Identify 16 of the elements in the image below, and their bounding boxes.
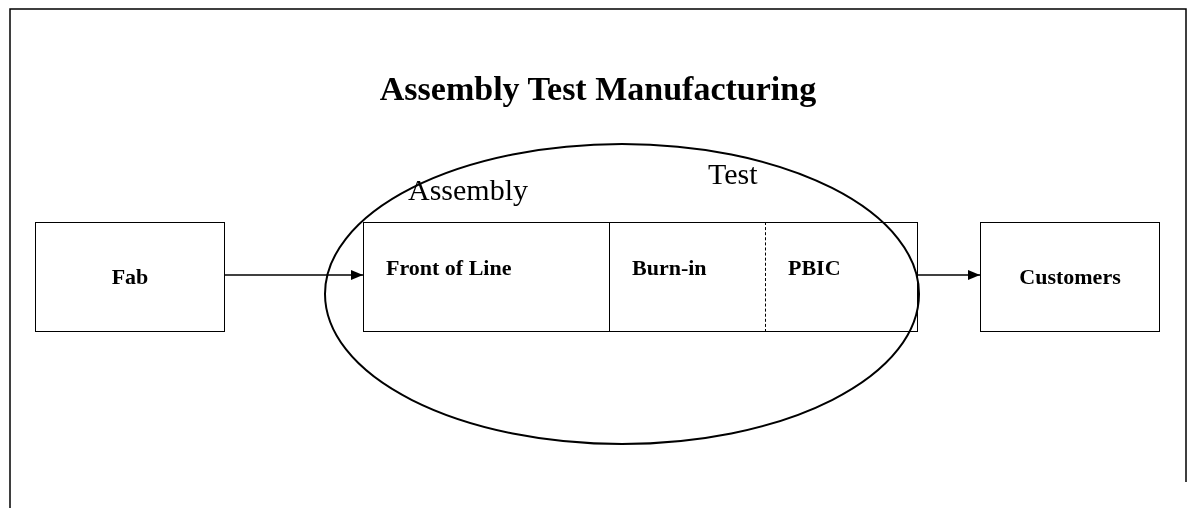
process-cell [766,222,918,332]
process-cell [363,222,610,332]
arrow [917,270,981,280]
group-heading: Assembly [408,173,528,207]
node-label: Customers [1019,264,1121,290]
stage-ellipse [324,143,920,445]
node-label: Fab [111,264,149,290]
node-label: Front of Line [386,255,512,281]
node-label: PBIC [788,255,841,281]
process-cell [610,222,766,332]
arrow [224,270,364,280]
group-heading: Test [708,157,758,191]
diagram-title: Assembly Test Manufacturing [378,70,818,108]
process-box [980,222,1160,332]
node-label: Burn-in [632,255,707,281]
process-box [35,222,225,332]
